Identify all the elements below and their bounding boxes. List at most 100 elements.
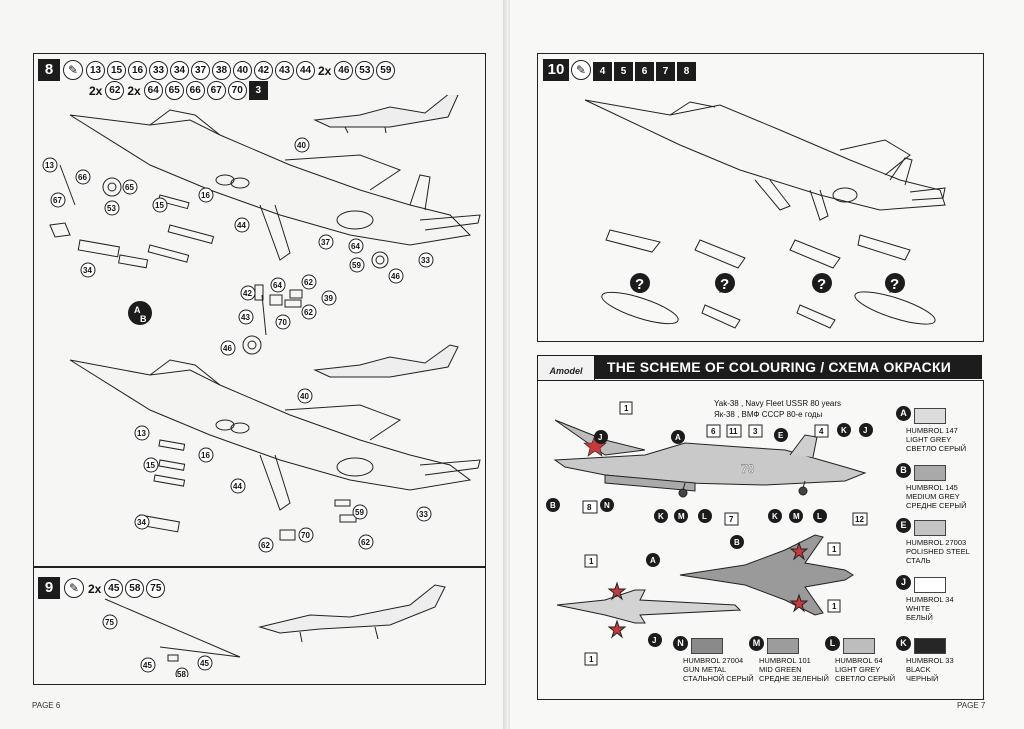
part-number-chip: 58: [125, 579, 145, 598]
swatch-name-en: MID GREEN: [759, 665, 802, 674]
decal-8: 8: [587, 503, 592, 512]
swatch-code: HUMBROL 27004: [683, 656, 744, 665]
marker-k-3: K: [772, 512, 778, 521]
svg-text:53: 53: [107, 204, 116, 213]
decal-box: 8: [677, 62, 696, 81]
part-number-chip: 67: [206, 81, 226, 100]
side-number: 70: [741, 462, 755, 476]
swatch-name-en: POLISHED STEEL: [906, 547, 970, 556]
step-9-frame: [33, 566, 486, 685]
svg-text:37: 37: [321, 238, 330, 247]
part-number-chip: 62: [105, 81, 125, 100]
part-number-chip: 13: [86, 61, 105, 80]
part-number-chip: 40: [233, 61, 252, 80]
svg-text:13: 13: [137, 429, 146, 438]
swatch-name-ru: БЕЛЫЙ: [906, 613, 933, 622]
marker-b-1: B: [550, 501, 556, 510]
part-number-chip: 38: [212, 61, 231, 80]
page-7-label: PAGE 7: [957, 701, 986, 710]
decal-1-c: 1: [832, 545, 837, 554]
svg-text:62: 62: [304, 278, 313, 287]
glue-icon: ✎: [63, 60, 83, 80]
page-6-label: PAGE 6: [32, 701, 61, 710]
glue-icon-9: ✎: [64, 578, 84, 598]
svg-text:59: 59: [352, 261, 361, 270]
svg-text:75: 75: [105, 618, 114, 627]
svg-text:70: 70: [301, 531, 310, 540]
swatch-name-en: LIGHT GREY: [906, 435, 952, 444]
swatch-letter: K: [896, 636, 911, 651]
svg-text:42: 42: [243, 289, 252, 298]
marker-l-2: L: [817, 512, 822, 521]
swatch-name-ru: СВЕТЛО СЕРЫЙ: [906, 444, 967, 453]
swatch-colour-box: [914, 520, 946, 536]
question-mark-4: ?: [890, 276, 899, 293]
multiplier-label: 2x: [318, 63, 332, 78]
part-box: 3: [248, 81, 268, 100]
swatch-code: HUMBROL 33: [906, 656, 954, 665]
svg-text:64: 64: [351, 242, 360, 251]
aircraft-caption-ru: Як-38 , ВМФ СССР 80-е годы: [714, 410, 823, 419]
swatch-letter: B: [896, 463, 911, 478]
svg-text:34: 34: [83, 266, 92, 275]
step-8-number: 8: [38, 59, 60, 81]
colour-scheme-header: Amodel THE SCHEME OF COLOURING / СХЕМА О…: [537, 355, 982, 381]
svg-text:34: 34: [137, 518, 146, 527]
swatch-colour-box: [914, 577, 946, 593]
multiplier-label: 2x: [88, 581, 102, 596]
marker-k-1: K: [841, 426, 847, 435]
svg-text:15: 15: [146, 461, 155, 470]
svg-text:58: 58: [177, 670, 186, 677]
swatch-letter: E: [896, 518, 911, 533]
part-number-chip: 70: [227, 81, 247, 100]
decal-12: 12: [855, 515, 864, 524]
swatch-colour-box: [914, 408, 946, 424]
part-number-chip: 64: [143, 81, 163, 100]
svg-text:40: 40: [300, 392, 309, 401]
svg-text:62: 62: [361, 538, 370, 547]
marker-a-2: A: [650, 556, 656, 565]
svg-text:59: 59: [355, 508, 364, 517]
glue-icon-10: ✎: [571, 60, 591, 80]
svg-text:40: 40: [297, 141, 306, 150]
swatch-name-en: GUN METAL: [683, 665, 727, 674]
swatch-colour-box: [914, 638, 946, 654]
swatch-letter: N: [673, 636, 688, 651]
swatch-letter: J: [896, 575, 911, 590]
part-number-chip: 16: [128, 61, 147, 80]
book-gutter: [503, 0, 512, 729]
part-number-chip: 45: [104, 579, 124, 598]
part-number-chip: 66: [185, 81, 205, 100]
decal-1-b: 1: [589, 557, 594, 566]
decal-3: 3: [753, 427, 758, 436]
step-8-assembly-drawing: A B 13 66 65 67 53 15 16 34 44 40 37 64 …: [42, 95, 481, 553]
part-number-chip: 33: [149, 61, 168, 80]
decal-box: 5: [614, 62, 633, 81]
part-number-chip: 34: [170, 61, 189, 80]
swatch-colour-box: [767, 638, 799, 654]
svg-text:66: 66: [78, 173, 87, 182]
step-9-number: 9: [38, 577, 60, 599]
swatch-name-en: MEDIUM GREY: [906, 492, 960, 501]
svg-text:16: 16: [201, 451, 210, 460]
svg-text:43: 43: [241, 313, 250, 322]
colour-scheme-frame: [537, 380, 984, 700]
marker-k-2: K: [658, 512, 664, 521]
step-10-number: 10: [543, 59, 569, 81]
svg-text:62: 62: [261, 541, 270, 550]
svg-text:46: 46: [391, 272, 400, 281]
svg-text:33: 33: [421, 256, 430, 265]
swatch-name-ru: СТАЛЬ: [906, 556, 931, 565]
part-number-chip: 65: [164, 81, 184, 100]
question-mark-1: ?: [635, 276, 644, 293]
decal-1-d: 1: [832, 602, 837, 611]
decal-4: 4: [819, 427, 824, 436]
swatch-name-ru: СВЕТЛО СЕРЫЙ: [835, 674, 896, 683]
step-10-frame: [537, 53, 984, 342]
part-number-chip: 46: [334, 61, 354, 80]
svg-text:45: 45: [200, 659, 209, 668]
